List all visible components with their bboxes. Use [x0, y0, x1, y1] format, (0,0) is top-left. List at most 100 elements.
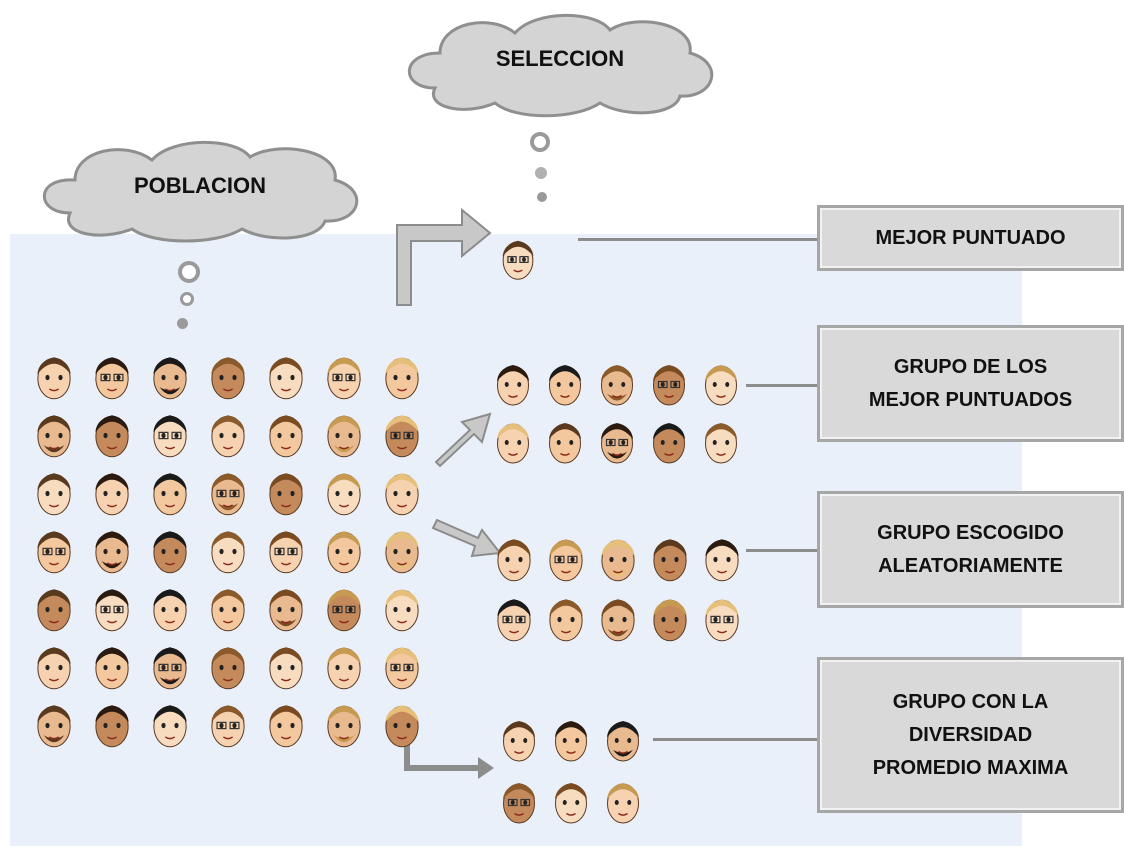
mii-face-icon	[497, 423, 529, 464]
top-group-avatar	[644, 360, 694, 410]
thought-cloud-icon	[407, 13, 714, 118]
population-avatar	[260, 642, 312, 694]
mii-face-icon	[549, 423, 581, 464]
label-best: MEJOR PUNTUADO	[817, 205, 1124, 271]
population-avatar	[86, 352, 138, 404]
mii-face-icon	[211, 357, 245, 400]
mii-face-icon	[601, 539, 635, 582]
seleccion-cloud-label: SELECCION	[495, 46, 625, 71]
mii-face-icon	[269, 473, 303, 516]
arrow-to-diverse-group	[404, 740, 494, 779]
mii-face-icon	[211, 415, 245, 458]
top-group-avatar	[488, 418, 538, 468]
connector-top-group	[746, 384, 818, 387]
mii-face-icon	[153, 415, 187, 458]
mii-face-icon	[95, 357, 129, 400]
label-random-group: GRUPO ESCOGIDO ALEATORIAMENTE	[817, 491, 1124, 608]
mii-face-icon	[549, 365, 581, 406]
population-avatar	[376, 352, 428, 404]
thought-bubble-medium	[180, 292, 194, 306]
mii-face-icon	[385, 415, 419, 458]
top-group-avatar	[488, 360, 538, 410]
population-avatar	[260, 700, 312, 752]
mii-face-icon	[327, 705, 361, 748]
label-random-group-text: GRUPO ESCOGIDO ALEATORIAMENTE	[877, 521, 1064, 577]
mii-face-icon	[601, 365, 633, 406]
thought-bubble-large	[530, 132, 550, 152]
mii-face-icon	[327, 473, 361, 516]
random-group-avatar	[644, 534, 696, 586]
connector-diverse-group	[653, 738, 818, 741]
mii-face-icon	[653, 539, 687, 582]
population-avatar	[376, 526, 428, 578]
seleccion-cloud: SELECCION	[395, 8, 725, 118]
population-avatar	[202, 700, 254, 752]
mii-face-icon	[269, 531, 303, 574]
diverse-group-avatar	[494, 716, 544, 766]
mii-face-icon	[705, 423, 737, 464]
population-avatar	[202, 468, 254, 520]
population-avatar	[28, 468, 80, 520]
mii-face-icon	[211, 589, 245, 632]
connector-random-group	[746, 549, 818, 552]
mii-face-icon	[95, 415, 129, 458]
mii-face-icon	[607, 783, 639, 824]
population-avatar	[144, 468, 196, 520]
mii-face-icon	[37, 647, 71, 690]
mii-face-icon	[327, 647, 361, 690]
mii-face-icon	[385, 473, 419, 516]
population-avatar	[376, 700, 428, 752]
mii-face-icon	[601, 599, 635, 642]
random-group-avatar	[488, 534, 540, 586]
random-group-avatar	[488, 594, 540, 646]
population-avatar	[28, 642, 80, 694]
mii-face-icon	[211, 531, 245, 574]
diverse-group-avatar	[598, 716, 648, 766]
population-avatar	[260, 526, 312, 578]
mii-face-icon	[211, 705, 245, 748]
population-avatar	[260, 468, 312, 520]
population-avatar	[202, 526, 254, 578]
label-diverse-group-text: GRUPO CON LA DIVERSIDAD PROMEDIO MAXIMA	[872, 690, 1069, 779]
mii-face-icon	[95, 531, 129, 574]
population-avatar	[28, 352, 80, 404]
arrow-to-random-group	[431, 518, 502, 558]
mii-face-icon	[211, 473, 245, 516]
mii-face-icon	[37, 473, 71, 516]
random-group-avatar	[696, 594, 748, 646]
population-avatar	[376, 468, 428, 520]
mii-face-icon	[653, 423, 685, 464]
mii-face-icon	[497, 539, 531, 582]
mii-face-icon	[549, 599, 583, 642]
population-avatar	[144, 526, 196, 578]
mii-face-icon	[385, 357, 419, 400]
mii-face-icon	[269, 357, 303, 400]
mii-face-icon	[555, 783, 587, 824]
population-avatar	[376, 642, 428, 694]
mii-face-icon	[95, 473, 129, 516]
label-top-group-text: GRUPO DE LOS MEJOR PUNTUADOS	[868, 355, 1073, 411]
population-avatar	[86, 468, 138, 520]
mii-face-icon	[153, 705, 187, 748]
mii-face-icon	[153, 647, 187, 690]
random-group-avatar	[592, 594, 644, 646]
population-avatar	[318, 700, 370, 752]
poblacion-cloud-label: POBLACION	[134, 173, 266, 198]
population-avatar	[144, 410, 196, 462]
mii-face-icon	[37, 705, 71, 748]
mii-face-icon	[269, 705, 303, 748]
best-avatar	[494, 236, 542, 284]
thought-cloud-icon	[42, 140, 359, 243]
mii-face-icon	[705, 599, 739, 642]
population-avatar	[86, 526, 138, 578]
mii-face-icon	[705, 365, 737, 406]
mii-face-icon	[153, 357, 187, 400]
population-avatar	[376, 584, 428, 636]
population-avatar	[318, 468, 370, 520]
population-avatar	[318, 642, 370, 694]
mii-face-icon	[385, 647, 419, 690]
mii-face-icon	[327, 357, 361, 400]
top-group-avatar	[696, 418, 746, 468]
population-avatar	[318, 526, 370, 578]
